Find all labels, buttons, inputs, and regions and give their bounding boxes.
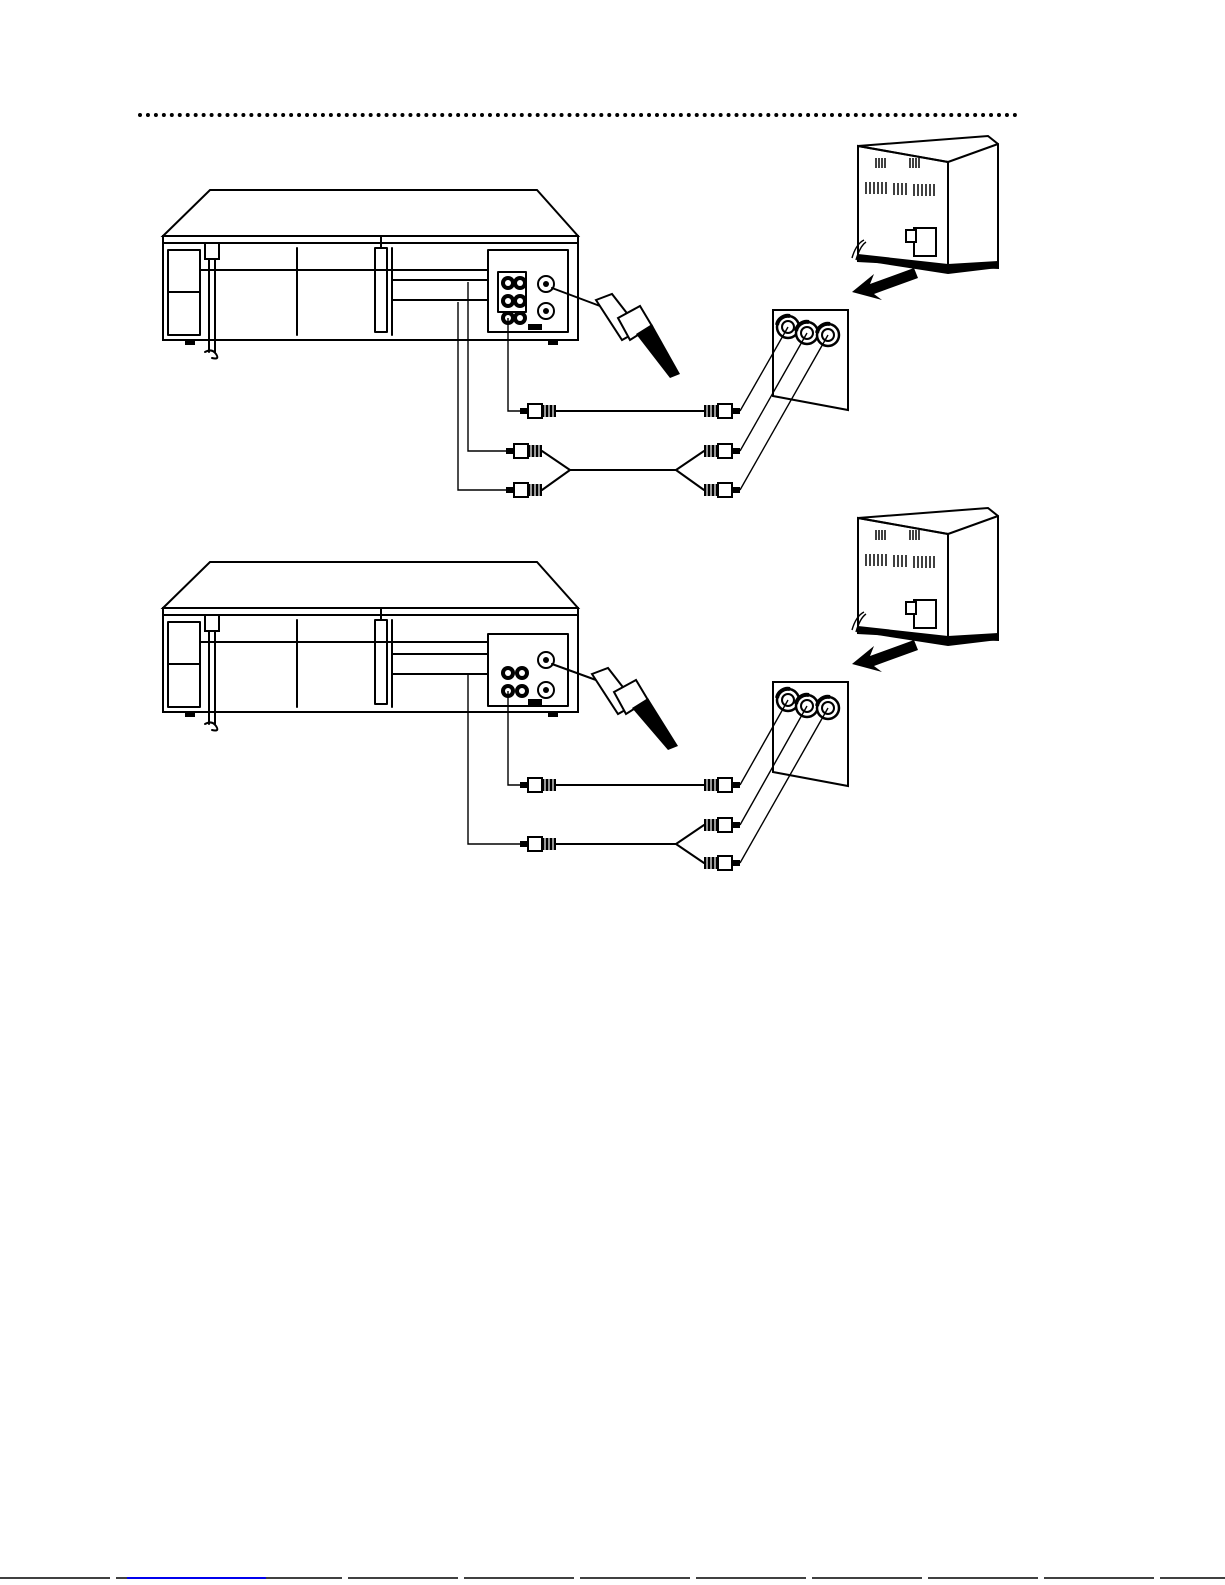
tv-jack-panel-icon — [773, 682, 848, 786]
arrow-icon — [852, 268, 918, 300]
vcr-rear-panel-icon — [163, 190, 578, 359]
arrow-icon — [852, 640, 918, 672]
connection-diagram-1 — [163, 136, 998, 497]
tv-rear-icon — [852, 508, 998, 646]
connection-diagram-2 — [163, 508, 998, 870]
dotted-rule — [138, 113, 1018, 117]
tv-jack-panel-icon — [773, 310, 848, 410]
tv-rear-icon — [852, 136, 998, 274]
vcr-rear-panel-icon — [163, 562, 578, 731]
